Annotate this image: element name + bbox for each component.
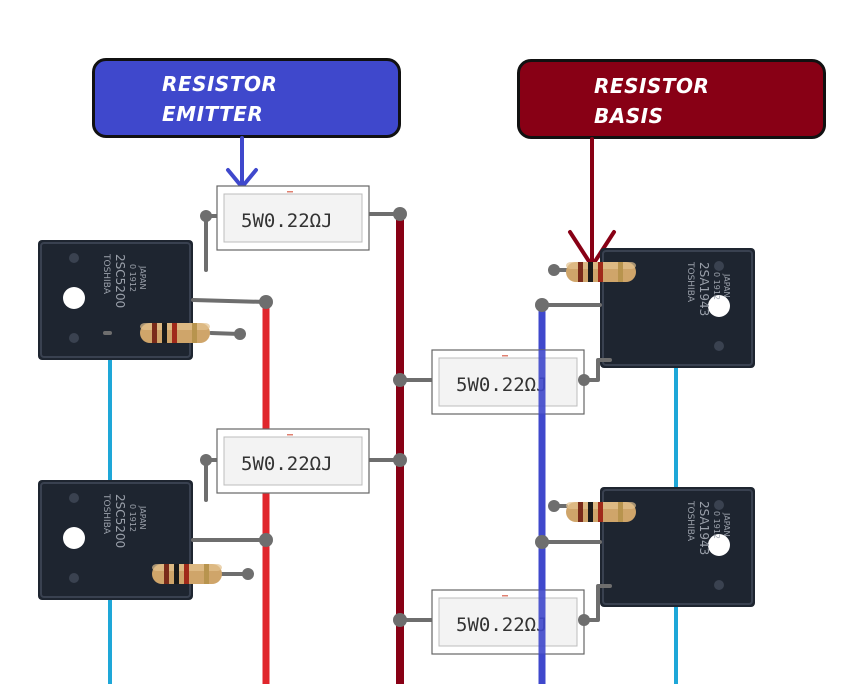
transistor-left-top: TOSHIBA 2SC5200 0 1912 JAPAN (37, 239, 194, 361)
power-resistor-3: 5W0.22ΩJ (431, 349, 585, 415)
transistor-left-bottom-code: 0 1912 (128, 504, 137, 532)
resistor-basis-callout (517, 59, 826, 139)
power-resistor-2-label: 5W0.22ΩJ (241, 453, 333, 475)
resistor-emitter-label-line2: EMITTER (162, 102, 264, 126)
transistor-right-bottom-code: 0 1912 (712, 511, 721, 539)
power-resistor-3-label: 5W0.22ΩJ (456, 374, 548, 396)
base-resistor-right-top (566, 262, 636, 282)
junction-dots (200, 207, 590, 627)
transistor-right-top-code: 0 1912 (712, 272, 721, 300)
transistor-right-bottom: TOSHIBA 2SA1943 0 1912 JAPAN (599, 486, 756, 608)
transistor-right-bottom-part: 2SA1943 (697, 501, 711, 555)
power-resistor-4: 5W0.22ΩJ (431, 589, 585, 655)
transistor-right-top: TOSHIBA 2SA1943 0 1912 JAPAN (599, 247, 756, 369)
resistor-emitter-callout (92, 58, 401, 138)
transistor-right-bottom-origin: JAPAN (722, 512, 731, 536)
power-resistor-1: 5W0.22ΩJ (216, 185, 370, 251)
transistor-left-top-part: 2SC5200 (113, 254, 127, 308)
power-resistor-4-label: 5W0.22ΩJ (456, 614, 548, 636)
transistor-right-top-part: 2SA1943 (697, 262, 711, 316)
transistor-right-bottom-brand: TOSHIBA (685, 500, 695, 542)
transistor-left-bottom: TOSHIBA 2SC5200 0 1912 JAPAN (37, 479, 194, 601)
resistor-basis-label-line1: RESISTOR (594, 74, 710, 98)
transistor-left-bottom-part: 2SC5200 (113, 494, 127, 548)
base-resistor-left-top (140, 323, 210, 343)
power-resistor-2: 5W0.22ΩJ (216, 428, 370, 494)
transistor-left-top-code: 0 1912 (128, 264, 137, 292)
transistor-left-bottom-brand: TOSHIBA (101, 493, 111, 535)
power-resistor-1-label: 5W0.22ΩJ (241, 210, 333, 232)
resistor-emitter-label-line1: RESISTOR (162, 72, 278, 96)
transistor-right-top-origin: JAPAN (722, 273, 731, 297)
base-resistor-left-bottom (152, 564, 222, 584)
transistor-left-bottom-origin: JAPAN (138, 505, 147, 529)
basis-arrow (568, 137, 616, 270)
base-resistor-right-bottom (566, 502, 636, 522)
transistor-left-top-origin: JAPAN (138, 265, 147, 289)
resistor-basis-label-line2: BASIS (594, 104, 664, 128)
emitter-arrow (226, 136, 258, 191)
transistor-right-top-brand: TOSHIBA (685, 261, 695, 303)
transistor-left-top-brand: TOSHIBA (101, 253, 111, 295)
